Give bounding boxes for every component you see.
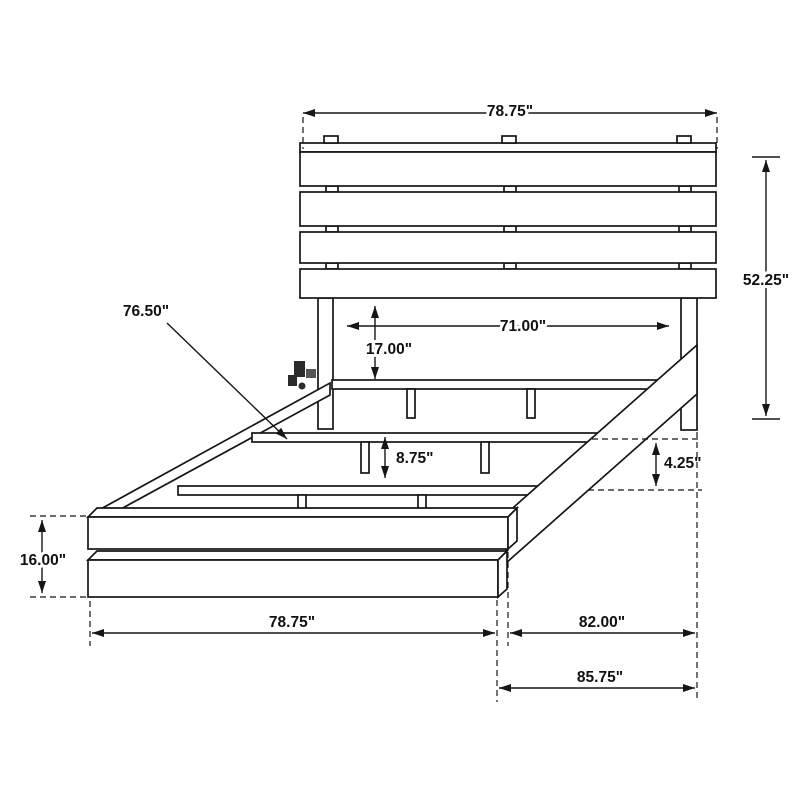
dim-rail-board-height-label: 4.25" — [664, 455, 702, 472]
headboard-top-edge — [299, 142, 717, 153]
right-side-rail — [505, 343, 698, 565]
dim-footboard-width: 78.75" — [92, 611, 495, 637]
dim-frame-length-label: 82.00" — [579, 614, 625, 631]
headboard-top-bracket — [323, 135, 339, 144]
dim-overall-height: 52.25" — [740, 156, 792, 420]
plank-connector — [503, 225, 517, 233]
slat-rail — [177, 485, 563, 496]
dim-headboard-width-label: 78.75" — [487, 103, 533, 120]
dim-overall-height-label: 52.25" — [743, 272, 789, 289]
dim-slat-drop: 8.75" — [381, 437, 437, 478]
bracket-plate — [294, 361, 305, 377]
footboard-plank-lower-end — [497, 548, 508, 599]
footboard-plank-upper-end — [507, 505, 518, 551]
dim-frame-length: 82.00" — [510, 611, 695, 637]
headboard-plank-1 — [299, 151, 717, 187]
leader-line — [166, 322, 288, 440]
headboard-plank-2 — [299, 191, 717, 227]
dim-inner-width: 71.00" — [347, 315, 669, 338]
footboard-plank-lower — [87, 559, 499, 598]
slat-hanger — [406, 388, 416, 419]
headboard-top-bracket — [501, 135, 517, 144]
dim-rail-board-height: 4.25" — [588, 438, 705, 491]
headboard-left-leg — [317, 297, 334, 430]
rail-bracket-hardware — [288, 361, 316, 390]
plank-connector — [325, 185, 339, 193]
headboard-plank-4 — [299, 268, 717, 299]
bracket-bolt — [298, 382, 306, 390]
dim-slat-drop-label: 8.75" — [396, 450, 434, 467]
dim-rail-length: 76.50" — [120, 300, 288, 440]
dim-overall-length: 85.75" — [499, 666, 695, 692]
footboard — [85, 505, 520, 599]
left-side-rail — [96, 381, 331, 524]
bed-frame-drawing — [85, 135, 717, 599]
bracket-plate — [288, 375, 297, 386]
dim-footboard-height: 16.00" — [17, 515, 86, 598]
footboard-top-surface — [85, 507, 520, 518]
footboard-lower-top — [85, 550, 510, 561]
bracket-hook — [306, 369, 316, 378]
dim-inner-width-label: 71.00" — [500, 318, 546, 335]
plank-connector — [325, 225, 339, 233]
plank-connector — [678, 262, 692, 270]
slat-hanger — [526, 388, 536, 419]
plank-connector — [678, 225, 692, 233]
dimension-annotations: 78.75" 52.25" 76.50" 71.00" 17.00" 8.75" — [17, 100, 792, 702]
footboard-plank-upper — [87, 516, 509, 550]
headboard-top-bracket — [676, 135, 692, 144]
dim-headboard-width: 78.75" — [302, 100, 718, 149]
plank-connector — [503, 262, 517, 270]
dim-overall-length-label: 85.75" — [577, 669, 623, 686]
headboard-plank-3 — [299, 231, 717, 264]
plank-connector — [678, 185, 692, 193]
slat-hanger — [360, 441, 370, 474]
slat-hanger — [480, 441, 490, 474]
dim-headboard-to-rail-label: 17.00" — [366, 341, 412, 358]
slat-rail — [331, 379, 684, 390]
dim-footboard-width-label: 78.75" — [269, 614, 315, 631]
plank-connector — [503, 185, 517, 193]
dim-rail-length-label: 76.50" — [123, 303, 169, 320]
dim-footboard-height-label: 16.00" — [20, 552, 66, 569]
plank-connector — [325, 262, 339, 270]
headboard — [299, 135, 717, 299]
dim-headboard-to-rail: 17.00" — [363, 306, 415, 379]
slat-rail — [251, 432, 611, 443]
